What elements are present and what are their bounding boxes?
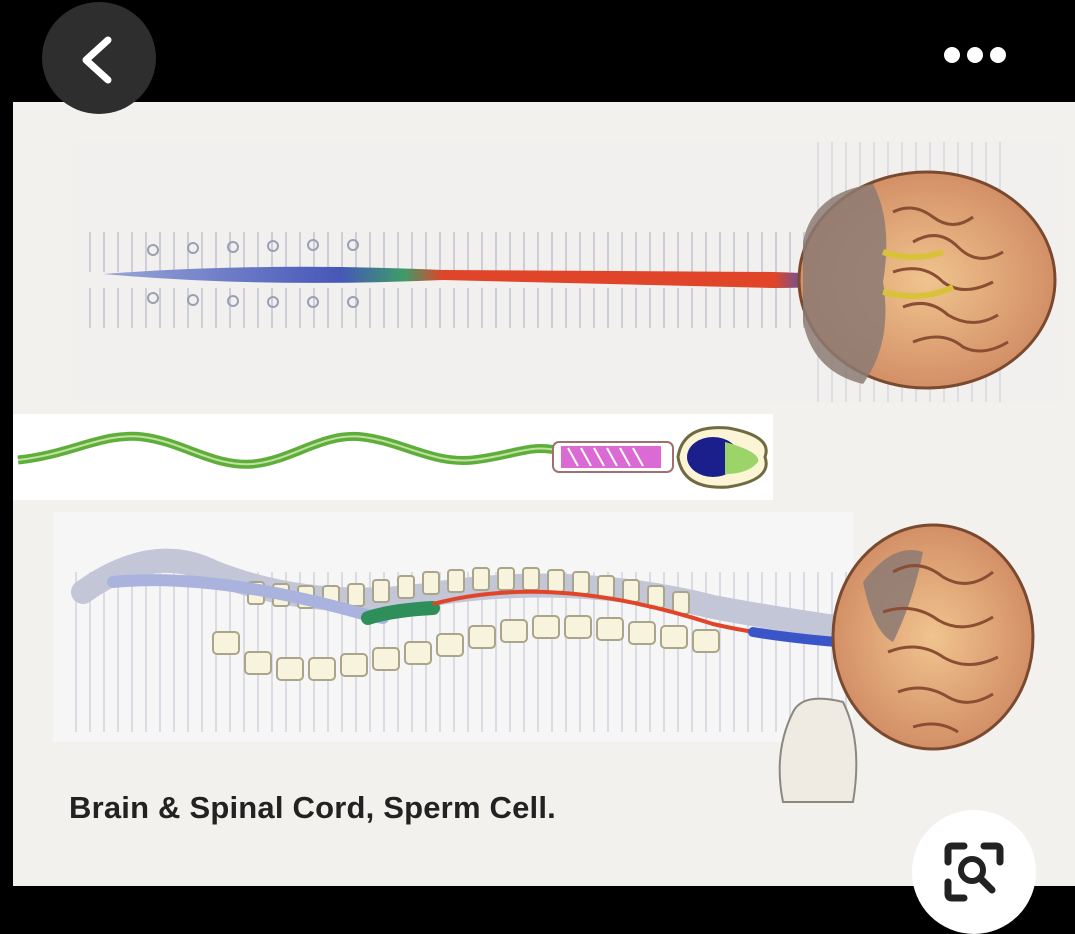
image-caption: Brain & Spinal Cord, Sperm Cell. bbox=[69, 790, 556, 825]
more-options-button[interactable] bbox=[930, 30, 1020, 80]
back-button[interactable] bbox=[42, 2, 156, 114]
bottom-bar bbox=[0, 886, 1075, 934]
chevron-left-icon bbox=[82, 36, 112, 84]
visual-search-button[interactable] bbox=[912, 810, 1036, 934]
more-horizontal-icon bbox=[944, 47, 1006, 63]
brain-spinal-cord-sperm-diagram bbox=[13, 142, 1063, 803]
visual-search-icon bbox=[944, 842, 1004, 902]
image-viewer[interactable]: Brain & Spinal Cord, Sperm Cell. bbox=[13, 102, 1075, 886]
top-toolbar bbox=[0, 0, 1075, 102]
